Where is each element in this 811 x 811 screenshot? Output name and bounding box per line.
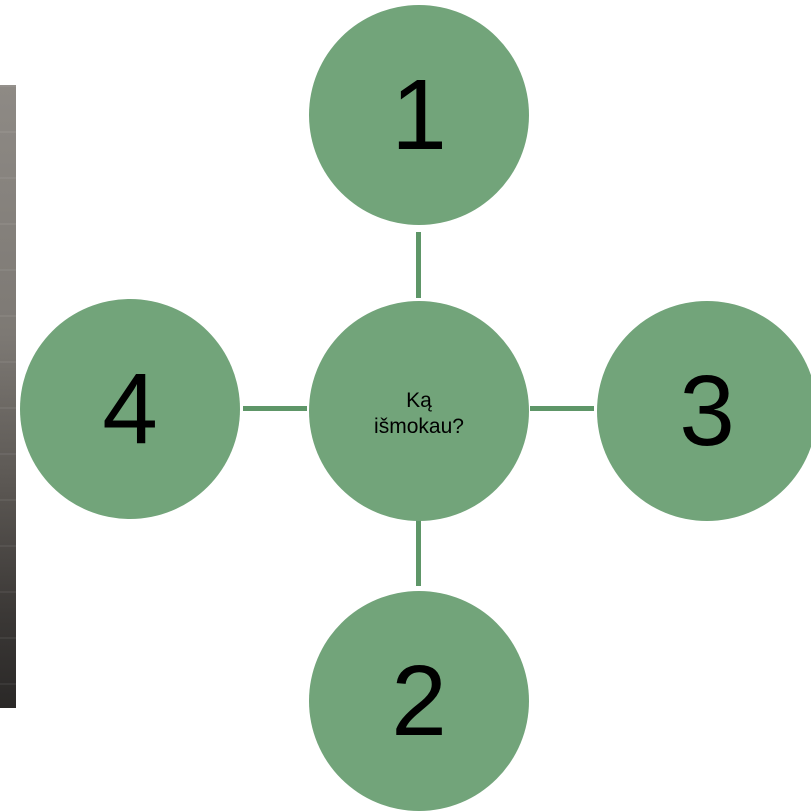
- background-photo-strip: [0, 85, 16, 708]
- center-node-label: Ką išmokau?: [374, 388, 464, 438]
- connector-center-to-node-4: [243, 406, 307, 411]
- connector-center-to-node-1: [416, 232, 421, 298]
- node-3-label: 3: [679, 355, 735, 467]
- node-2: 2: [309, 591, 529, 811]
- node-3: 3: [597, 301, 811, 521]
- node-4: 4: [20, 299, 240, 519]
- node-4-label: 4: [102, 353, 158, 465]
- node-2-label: 2: [391, 645, 447, 757]
- node-1: 1: [309, 5, 529, 225]
- connector-center-to-node-3: [530, 406, 594, 411]
- connector-center-to-node-2: [416, 520, 421, 586]
- node-1-label: 1: [391, 59, 447, 171]
- center-node: Ką išmokau?: [309, 301, 529, 521]
